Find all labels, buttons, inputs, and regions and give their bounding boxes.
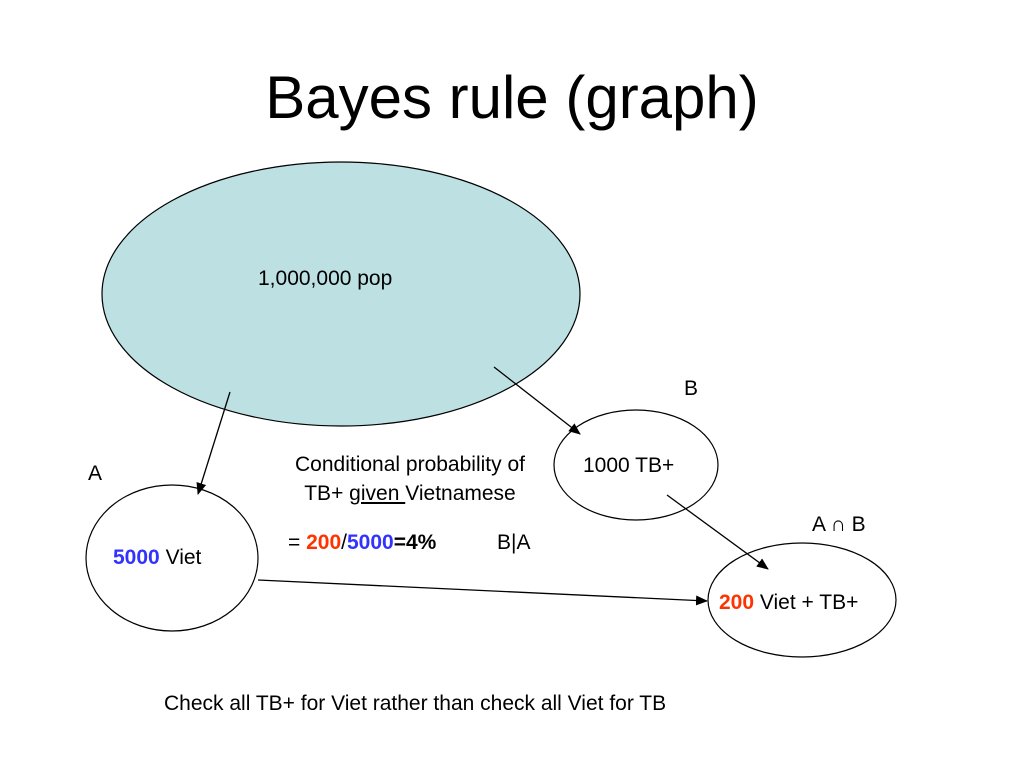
tb-ellipse xyxy=(553,409,719,521)
conditional-line2-suffix: Vietnamese xyxy=(405,482,516,505)
viet-count: 5000 xyxy=(113,546,160,569)
set-a-label: A xyxy=(88,462,103,485)
conditional-text: Conditional probability of TB+ given Vie… xyxy=(250,452,570,507)
arrow-pop-to-viet xyxy=(196,391,231,495)
set-b-label: B xyxy=(684,377,699,400)
arrow-tb-to-intersection xyxy=(666,494,769,570)
arrow-viet-to-intersection xyxy=(257,579,708,606)
equation-prefix: = xyxy=(288,531,307,554)
conditional-equation: = 200/5000=4% xyxy=(288,530,436,556)
population-ellipse xyxy=(101,161,581,427)
viet-label: 5000 Viet xyxy=(113,545,201,571)
tb-label: 1000 TB+ xyxy=(583,454,675,477)
footer-note: Check all TB+ for Viet rather than check… xyxy=(164,692,667,715)
equation-result: =4% xyxy=(393,531,437,554)
conditional-notation: B|A xyxy=(497,531,531,554)
viet-text: Viet xyxy=(165,546,202,569)
slide-title: Bayes rule (graph) xyxy=(265,64,759,131)
intersection-label: 200 Viet + TB+ xyxy=(719,590,858,616)
equation-slash: / xyxy=(341,531,347,554)
intersection-set-label: A ∩ B xyxy=(812,513,866,536)
population-label: 1,000,000 pop xyxy=(258,267,393,290)
viet-ellipse xyxy=(85,484,259,632)
equation-denominator: 5000 xyxy=(347,531,394,554)
arrow-pop-to-tb xyxy=(493,366,581,435)
conditional-line2: TB+ given Vietnamese xyxy=(250,481,570,507)
equation-numerator: 200 xyxy=(306,531,342,554)
intersection-text: Viet + TB+ xyxy=(759,591,859,614)
conditional-line1: Conditional probability of xyxy=(295,453,525,476)
given-underlined: given xyxy=(349,482,406,505)
intersection-count: 200 xyxy=(719,591,755,614)
intersection-ellipse xyxy=(707,542,897,658)
conditional-line2-prefix: TB+ xyxy=(304,482,350,505)
